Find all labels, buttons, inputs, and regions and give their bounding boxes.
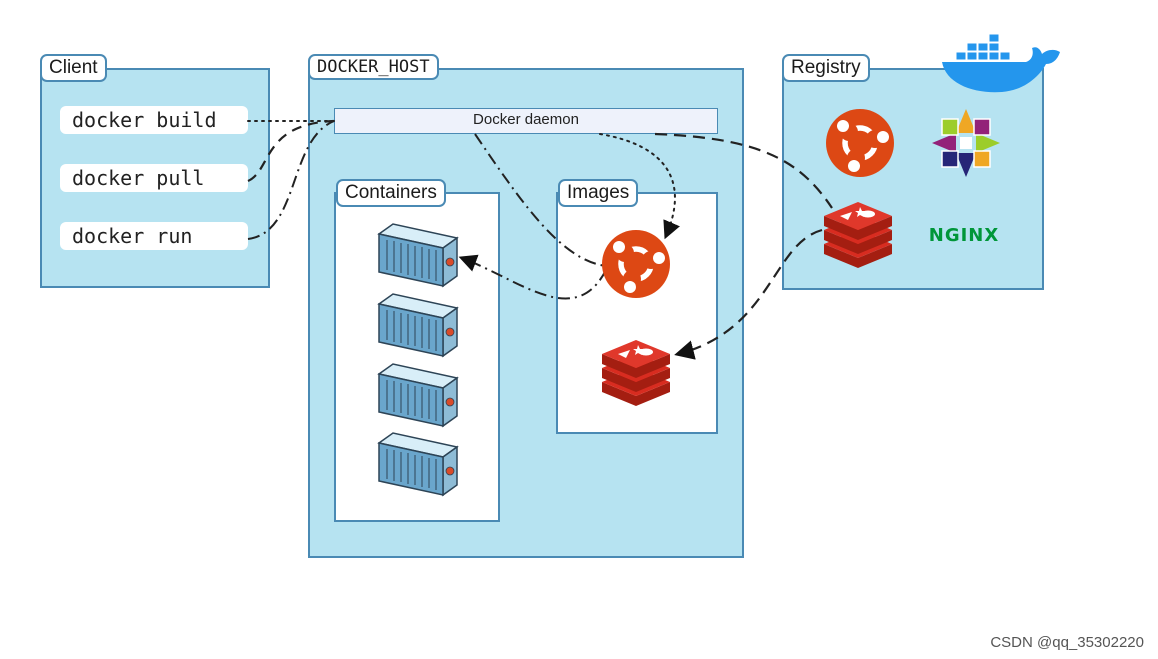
containers-title: Containers [336,179,446,207]
docker-daemon-bar: Docker daemon [334,108,718,134]
ubuntu-image-icon [602,230,670,298]
redis-image-pull-connector [674,228,823,360]
container-icon [378,223,458,287]
run-connector [247,120,335,240]
image-to-container-connector [458,254,607,300]
nginx-logo: NGINX [929,225,999,246]
container-icon [378,363,458,427]
centos-icon [932,109,1000,177]
registry-title: Registry [782,54,870,82]
daemon-to-ubuntu-image-connector [599,133,680,240]
docker-pull-command: docker pull [60,164,248,192]
images-title: Images [558,179,639,207]
watermark: CSDN @qq_35302220 [990,634,1144,651]
redis-image-icon [602,340,670,406]
container-icon [378,293,458,357]
container-icon [378,432,458,496]
registry-pull-connector [654,132,833,209]
run-container-connector [474,133,607,267]
pull-connector [247,119,335,182]
docker-build-command: docker build [60,106,248,134]
docker-host-title: DOCKER_HOST [308,54,439,80]
client-title: Client [40,54,107,82]
docker-run-command: docker run [60,222,248,250]
redis-registry-icon [824,202,892,268]
ubuntu-registry-icon [826,109,894,177]
docker-whale-icon [942,33,1060,93]
